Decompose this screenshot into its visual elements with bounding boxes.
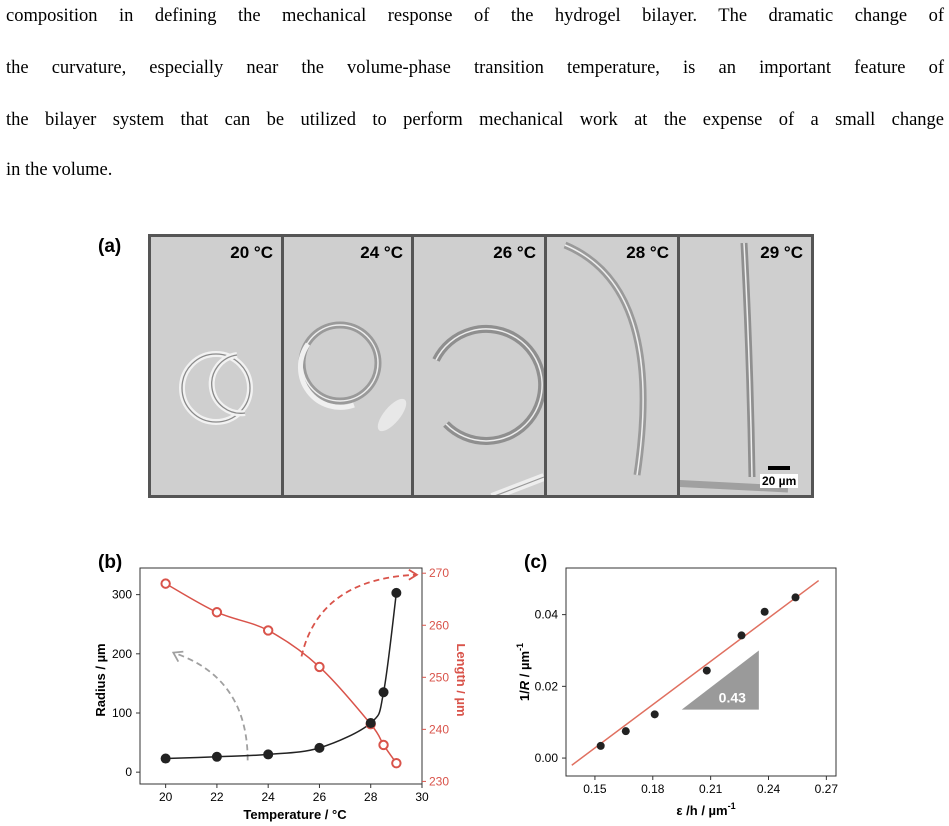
x-tick-label: 0.24 (757, 782, 781, 796)
paragraph-line: the bilayer system that can be utilized … (6, 110, 944, 130)
y-axis-label-unit: / µm (517, 651, 532, 681)
y-axis-label-sup: -1 (515, 643, 525, 651)
micrograph-24c: 24 °C (284, 237, 411, 495)
scale-bar-line (768, 466, 790, 470)
y-ticks: 0.00 0.02 0.04 (535, 608, 566, 765)
y-tick-label: 0.02 (535, 679, 559, 693)
bilayer-coil (179, 351, 253, 425)
data-point (737, 631, 746, 640)
left-y-axis-label: Radius / µm (93, 643, 108, 716)
length-data-point (211, 607, 223, 618)
paragraph-line: composition in defining the mechanical r… (6, 6, 944, 26)
bilayer-coil (297, 321, 407, 432)
x-axis-label-text: ε /h / µm (676, 803, 727, 818)
left-y-tick-label: 300 (112, 588, 132, 602)
y-axis-label: 1/R / µm-1 (515, 643, 532, 701)
x-tick-label: 28 (364, 790, 378, 804)
plot-frame (565, 567, 837, 777)
y-tick-label: 0.00 (535, 751, 559, 765)
panel-a-label: (a) (98, 236, 122, 257)
bilayer-arc (563, 241, 647, 476)
micrograph-26c: 26 °C (414, 237, 544, 495)
radius-data-point (378, 687, 389, 698)
radius-data-point (314, 742, 325, 753)
radius-data-point (365, 718, 376, 729)
micrograph-20c: 20 °C (151, 237, 281, 495)
dashed-arrow-gray (173, 651, 249, 761)
x-tick-label: 0.27 (815, 782, 839, 796)
data-point (702, 666, 711, 675)
panel-c-label: (c) (524, 552, 548, 573)
data-points (160, 578, 402, 769)
slope-label: 0.43 (719, 690, 746, 706)
x-tick-label: 0.15 (583, 782, 607, 796)
right-y-tick-label: 230 (429, 774, 449, 788)
temperature-label: 29 °C (760, 243, 803, 262)
y-axis-label-pre: 1/ (517, 690, 532, 701)
micrograph-panel: 20 °C 24 °C 26 °C 28 °C 29 °C (148, 234, 814, 498)
temperature-label: 28 °C (626, 243, 669, 262)
left-y-ticks: 0 100 200 300 (112, 588, 140, 779)
x-tick-label: 26 (313, 790, 327, 804)
bilayer-strip (680, 242, 789, 493)
y-tick-label: 0.04 (535, 608, 559, 622)
length-data-point (262, 625, 274, 636)
scale-bar: 20 µm (760, 466, 799, 488)
x-tick-label: 20 (159, 790, 173, 804)
data-points (596, 593, 800, 750)
length-data-point (160, 578, 171, 589)
length-data-point (391, 757, 402, 769)
x-tick-label: 30 (415, 790, 429, 804)
x-axis-label: ε /h / µm-1 (676, 801, 735, 818)
radius-data-point (391, 587, 402, 598)
x-tick-label: 0.21 (699, 782, 723, 796)
fit-line (571, 579, 820, 766)
temperature-label: 20 °C (230, 243, 273, 262)
right-y-tick-label: 250 (429, 670, 449, 684)
panel-b-label: (b) (98, 552, 123, 573)
right-y-tick-label: 240 (429, 722, 449, 736)
radius-data-point (263, 749, 274, 760)
length-data-point (314, 661, 325, 673)
paragraph-line: in the volume. (6, 160, 113, 180)
x-tick-label: 24 (262, 790, 276, 804)
bilayer-coil (432, 324, 544, 495)
x-tick-label: 22 (210, 790, 224, 804)
arrow-head-gray (171, 650, 184, 663)
right-y-tick-label: 270 (429, 566, 449, 580)
x-axis-label-sup: -1 (728, 801, 736, 811)
temperature-label: 24 °C (360, 243, 403, 262)
left-y-tick-label: 200 (112, 647, 132, 661)
radius-data-point (160, 753, 171, 764)
length-data-point (378, 739, 389, 751)
scale-bar-label: 20 µm (762, 474, 797, 488)
left-y-tick-label: 100 (112, 706, 132, 720)
data-point (760, 607, 769, 616)
dashed-arrow-red (300, 573, 417, 657)
x-ticks: 0.15 0.18 0.21 0.24 0.27 (583, 776, 838, 796)
data-point (596, 741, 605, 750)
radius-data-point (211, 751, 222, 762)
right-y-axis-label: Length / µm (454, 643, 465, 716)
right-y-ticks: 230 240 250 260 270 (422, 566, 449, 788)
curvature-strain-chart: 0.15 0.18 0.21 0.24 0.27 0.00 0.02 0.04 0.43 ε… (515, 567, 838, 818)
data-point (650, 710, 659, 719)
arrow-head-red (408, 569, 419, 581)
micrograph-29c: 29 °C 20 µm (680, 237, 811, 495)
data-point (791, 593, 800, 602)
left-y-tick-label: 0 (125, 765, 132, 779)
data-point (621, 727, 630, 736)
plot-frame (139, 567, 423, 785)
x-tick-label: 0.18 (641, 782, 665, 796)
right-y-tick-label: 260 (429, 618, 449, 632)
radius-series-line (165, 592, 398, 760)
y-axis-label-var: R (517, 680, 532, 690)
x-ticks: 20 22 24 26 28 30 (159, 784, 429, 804)
x-axis-label: Temperature / °C (243, 807, 347, 822)
length-series-line (165, 582, 397, 764)
paragraph-line: the curvature, especially near the volum… (6, 58, 944, 78)
temperature-label: 26 °C (493, 243, 536, 262)
micrograph-28c: 28 °C (547, 237, 677, 495)
